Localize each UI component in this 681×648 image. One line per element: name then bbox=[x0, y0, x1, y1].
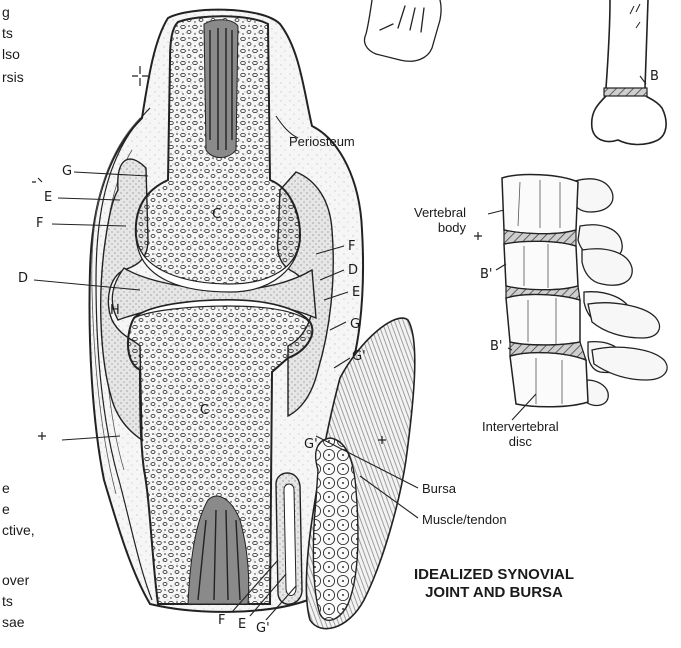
diagram-title: IDEALIZED SYNOVIAL JOINT AND BURSA bbox=[380, 566, 608, 602]
label-b-finger: B bbox=[650, 70, 659, 84]
label-e-bottom: E bbox=[238, 618, 246, 632]
label-g1-inner: G' bbox=[304, 438, 318, 452]
text-fragment: g bbox=[2, 2, 10, 23]
label-b-spine-2: B' bbox=[490, 340, 503, 354]
text-fragment: ts bbox=[2, 591, 13, 612]
label-f-right: F bbox=[348, 240, 355, 254]
label-f-upper: F bbox=[36, 217, 43, 231]
label-intervertebral-disc: Intervertebral disc bbox=[482, 419, 559, 449]
text-fragment: ts bbox=[2, 23, 13, 44]
text-fragment: over bbox=[2, 570, 29, 591]
label-f-bottom: F bbox=[218, 614, 225, 628]
label-bursa: Bursa bbox=[422, 481, 456, 496]
label-g-right: G bbox=[350, 318, 360, 332]
label-g1-bottom: G' bbox=[256, 622, 270, 636]
text-fragment: e bbox=[2, 499, 10, 520]
text-fragment: sae bbox=[2, 612, 25, 633]
label-e-right: E bbox=[352, 286, 360, 300]
label-g-upper: G bbox=[62, 165, 72, 179]
hand-sketch bbox=[364, 0, 441, 61]
label-e-upper: E bbox=[44, 191, 52, 205]
label-d-left: D bbox=[18, 272, 28, 286]
label-b-spine-1: B' bbox=[480, 268, 493, 282]
spine-sketch bbox=[502, 175, 667, 407]
label-periosteum: Periosteum bbox=[289, 134, 355, 149]
label-muscle-tendon: Muscle/tendon bbox=[422, 512, 507, 527]
text-fragment: lso bbox=[2, 44, 20, 65]
text-fragment: e bbox=[2, 478, 10, 499]
label-g1-right: G' bbox=[352, 350, 366, 364]
text-fragment: rsis bbox=[2, 67, 24, 88]
label-c-upper: C bbox=[212, 208, 221, 222]
label-h: H bbox=[110, 304, 120, 318]
label-d-right: D bbox=[348, 264, 358, 278]
label-c-lower: C bbox=[200, 404, 209, 418]
label-vertebral-body: Vertebral body bbox=[414, 205, 466, 235]
text-fragment: ctive, bbox=[2, 520, 35, 541]
synovial-joint bbox=[90, 10, 415, 629]
